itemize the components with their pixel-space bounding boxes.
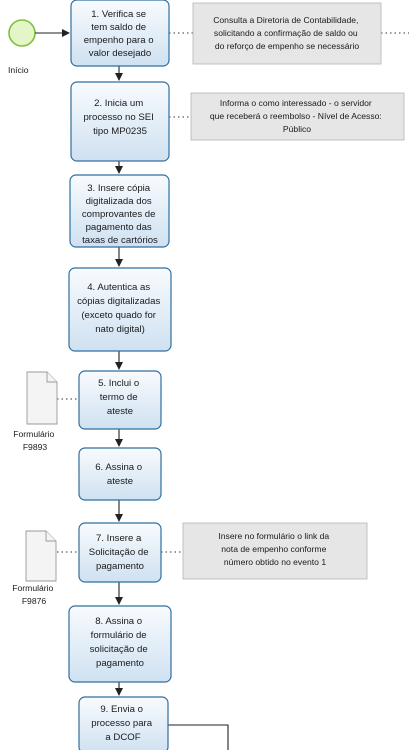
- task-5[interactable]: 5. Inclui o termo de ateste: [78, 370, 162, 430]
- annotation-2: Informa o como interessado - o servidor …: [190, 92, 405, 141]
- task-8-text: 8. Assina o formulário de solicitação de…: [90, 616, 151, 669]
- task-6-box: [78, 447, 162, 501]
- task-9-box: [78, 696, 169, 750]
- task-2[interactable]: 2. Inicia um processo no SEI tipo MP0235: [70, 81, 170, 162]
- associations: [57, 32, 409, 553]
- task-9[interactable]: 9. Envia o processo para a DCOF: [78, 696, 169, 750]
- annotation-1-text: Consulta a Diretoria de Contabilidade, s…: [213, 15, 361, 51]
- annotation-2-text: Informa o como interessado - o servidor …: [210, 98, 384, 134]
- document-1-icon: [26, 371, 58, 425]
- task-5-box: [78, 370, 162, 430]
- task-1[interactable]: 1. Verifica se tem saldo de empenho para…: [70, 0, 170, 67]
- document-2-icon: [25, 530, 57, 582]
- task-6-text: 6. Assina o ateste: [95, 462, 145, 487]
- start-event-label: Início: [8, 65, 29, 75]
- annotation-2-box: [190, 92, 405, 141]
- document-1-fold: [46, 372, 57, 383]
- task-4[interactable]: 4. Autentica as cópias digitalizadas (ex…: [68, 267, 172, 352]
- document-1-label: Formulário F9893: [13, 429, 56, 452]
- task-5-text: 5. Inclui o termo de ateste: [98, 378, 142, 417]
- task-6[interactable]: 6. Assina o ateste: [78, 447, 162, 501]
- task-4-text: 4. Autentica as cópias digitalizadas (ex…: [77, 282, 163, 335]
- task-7-box: [78, 522, 162, 583]
- task-2-box: [70, 81, 170, 162]
- annotation-3: Insere no formulário o link da nota de e…: [182, 522, 368, 580]
- annotation-3-text: Insere no formulário o link da nota de e…: [218, 531, 331, 567]
- task-8[interactable]: 8. Assina o formulário de solicitação de…: [68, 605, 172, 683]
- task-9-text: 9. Envia o processo para a DCOF: [91, 704, 154, 743]
- task-1-text: 1. Verifica se tem saldo de empenho para…: [84, 9, 157, 59]
- document-2-label: Formulário F9876: [12, 583, 55, 606]
- task-2-text: 2. Inicia um processo no SEI tipo MP0235: [83, 98, 156, 137]
- task-3[interactable]: 3. Insere cópia digitalizada dos comprov…: [69, 174, 170, 248]
- task-3-box: [69, 174, 170, 248]
- annotation-1-box: [192, 2, 382, 65]
- task-1-box: [70, 0, 170, 67]
- start-event-circle: [8, 19, 36, 47]
- task-7-text: 7. Insere a Solicitação de pagamento: [89, 533, 151, 572]
- document-1[interactable]: Formulário F9893: [13, 371, 58, 452]
- flow-task-9-out: [168, 724, 229, 750]
- task-7[interactable]: 7. Insere a Solicitação de pagamento: [78, 522, 162, 583]
- annotation-3-box: [182, 522, 368, 580]
- sequence-flows: [35, 29, 229, 750]
- start-event[interactable]: Início: [8, 19, 36, 75]
- annotation-1: Consulta a Diretoria de Contabilidade, s…: [192, 2, 382, 65]
- task-8-box: [68, 605, 172, 683]
- task-3-text: 3. Insere cópia digitalizada dos comprov…: [82, 183, 158, 246]
- task-4-box: [68, 267, 172, 352]
- document-2[interactable]: Formulário F9876: [12, 530, 57, 606]
- document-2-fold: [45, 531, 56, 542]
